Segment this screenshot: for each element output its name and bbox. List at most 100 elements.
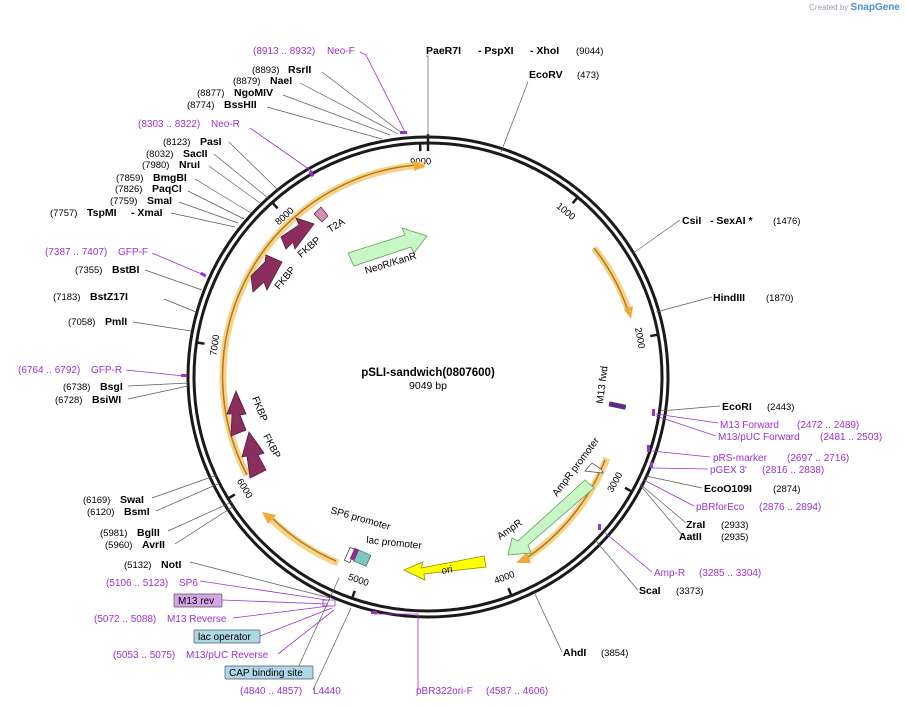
site-label-ecorv[interactable]: EcoRV <box>529 69 563 81</box>
ring-tick-label-6000: 6000 <box>234 477 254 501</box>
site-label-paqci[interactable]: PaqCI <box>152 183 182 195</box>
site-num-ecori: (2443) <box>767 402 794 413</box>
site-label-csii[interactable]: CsiI <box>682 215 701 227</box>
site-label-scai[interactable]: ScaI <box>639 585 661 597</box>
site-num-bsgi: (6738) <box>63 382 90 393</box>
site-label-bsgi[interactable]: BsgI <box>100 381 123 393</box>
leader-ecori <box>659 405 721 412</box>
labels-right: CsiI - SexAI * (1476) HindIII (1870) Eco… <box>679 215 882 543</box>
primer-label-prs-marker[interactable]: pRS-marker <box>713 453 768 464</box>
site-label-ngomiv[interactable]: NgoMIV <box>234 87 273 99</box>
ampr-arrow[interactable] <box>507 479 595 556</box>
ampr-promoter-arrow[interactable] <box>584 462 604 474</box>
primer-label-sp6[interactable]: SP6 <box>179 578 198 589</box>
primer-range-l4440: (4840 .. 4857) <box>240 686 302 697</box>
site-label-smai[interactable]: SmaI <box>147 195 172 207</box>
fkbp-arrow-1[interactable] <box>250 254 283 293</box>
site-label-pmli[interactable]: PmlI <box>105 316 127 328</box>
site-label-zrai[interactable]: ZraI <box>686 519 705 531</box>
site-num-nrui: (7980) <box>142 160 169 171</box>
primer-label-neo-f[interactable]: Neo-F <box>327 46 355 57</box>
primer-label-m13-forward[interactable]: M13 Forward <box>720 420 779 431</box>
site-num-avrii: (5960) <box>105 540 132 551</box>
primer-label-gfp-f[interactable]: GFP-F <box>118 247 148 258</box>
neo-arrow[interactable] <box>347 227 428 267</box>
site-label-bstz17i[interactable]: BstZ17I <box>90 291 128 303</box>
primer-mark-gfp-r[interactable] <box>181 374 187 377</box>
m13-rev-box[interactable] <box>173 593 223 608</box>
primer-mark-m13[interactable] <box>652 409 655 416</box>
site-label-xhoi[interactable]: - XhoI <box>530 45 559 57</box>
primer-mark-neo-r[interactable] <box>308 170 315 178</box>
cap-binding-box[interactable] <box>224 665 314 680</box>
primer-mark-pgex[interactable] <box>650 462 653 468</box>
site-label-ecori[interactable]: EcoRI <box>722 401 752 413</box>
site-num-paqci: (7826) <box>115 184 142 195</box>
site-label-pspxi[interactable]: - PspXI <box>478 45 514 57</box>
leader-ngomiv <box>282 94 391 136</box>
fkbp-arrow-2[interactable] <box>280 217 315 250</box>
orf-arrow-bottom-left[interactable] <box>265 513 340 567</box>
site-label-ahdi[interactable]: AhdI <box>563 647 586 659</box>
site-label-bmgbi[interactable]: BmgBI <box>153 172 187 184</box>
primer-label-gfp-r[interactable]: GFP-R <box>91 365 122 376</box>
primer-range-prs-marker: (2697 .. 2716) <box>787 453 849 464</box>
primer-label-amp-r[interactable]: Amp-R <box>654 568 685 579</box>
leader-m13-puc-forward <box>655 415 717 437</box>
ring-tick-5000 <box>350 590 356 599</box>
primer-label-pbr322ori-f[interactable]: pBR322ori-F <box>416 686 473 697</box>
site-num-ngomiv: (8877) <box>197 88 224 99</box>
site-label-bglii[interactable]: BglII <box>137 527 160 539</box>
leader-pbr322 <box>374 613 419 690</box>
primer-label-neo-r[interactable]: Neo-R <box>211 119 240 130</box>
primer-mark-prs[interactable] <box>647 445 650 452</box>
leader-cap <box>295 577 340 673</box>
primer-mark-cluster[interactable] <box>322 599 336 607</box>
site-label-bsiwi[interactable]: BsiWI <box>92 394 121 406</box>
site-label-tspmi[interactable]: TspMI <box>87 207 117 219</box>
site-label-naei[interactable]: NaeI <box>270 75 292 87</box>
site-label-aatii[interactable]: AatII <box>679 531 702 543</box>
watermark-prefix: Created by <box>809 3 849 12</box>
primer-label-m13-puc-forward[interactable]: M13/pUC Forward <box>718 432 800 443</box>
site-label-paer7i[interactable]: PaeR7I <box>426 45 461 57</box>
leader-ahdi <box>533 591 563 653</box>
orf-arrow-right[interactable] <box>591 245 633 314</box>
site-label-ecoo109i[interactable]: EcoO109I <box>704 483 752 495</box>
site-label-avrii[interactable]: AvrII <box>142 539 165 551</box>
primer-mark-pbr322[interactable] <box>371 611 377 614</box>
site-label-hindiii[interactable]: HindIII <box>713 292 745 304</box>
primer-label-pgex[interactable]: pGEX 3' <box>710 465 747 476</box>
fkbp-arrow-4[interactable] <box>241 431 267 479</box>
site-label-rsrii[interactable]: RsrII <box>288 64 311 76</box>
t2a-arrow[interactable] <box>313 206 329 223</box>
site-label-bsshii[interactable]: BssHII <box>224 99 257 111</box>
lac-operator-box[interactable] <box>193 629 261 644</box>
leader-prs-marker <box>651 450 711 458</box>
primer-label-pbrforeco[interactable]: pBRforEco <box>696 502 745 513</box>
site-label-xmai[interactable]: - XmaI <box>131 207 163 219</box>
site-label-bstbi[interactable]: BstBI <box>112 264 140 276</box>
primer-mark-neo-f[interactable] <box>400 131 407 134</box>
site-label-pasi[interactable]: PasI <box>200 136 222 148</box>
labels-left: (7387 .. 7407) GFP-F (7355) BstBI (7183)… <box>18 247 165 551</box>
ring-tick-4000 <box>507 587 513 597</box>
primer-label-m13-puc-reverse[interactable]: M13/pUC Reverse <box>186 650 269 661</box>
m13-fwd-marker[interactable] <box>608 401 627 410</box>
m13-rev-label: M13 rev <box>178 596 214 607</box>
primer-label-m13-reverse[interactable]: M13 Reverse <box>167 614 227 625</box>
primer-mark-ampr[interactable] <box>598 524 601 530</box>
primer-label-l4440[interactable]: L4440 <box>313 686 341 697</box>
leader-ecorv <box>500 81 529 153</box>
site-label-nrui[interactable]: NruI <box>179 159 200 171</box>
feature-label-m13fwd: M13 fwd <box>595 366 611 405</box>
m13-rev-marker[interactable] <box>349 547 360 561</box>
ori-arrow[interactable] <box>403 555 487 581</box>
site-label-swai[interactable]: SwaI <box>120 494 144 506</box>
site-label-bsmi[interactable]: BsmI <box>124 506 150 518</box>
site-label-sexai[interactable]: - SexAI * <box>710 215 754 227</box>
fkbp-arrow-3[interactable] <box>226 389 247 437</box>
site-label-sacii[interactable]: SacII <box>183 148 208 160</box>
primer-range-pbrforeco: (2876 .. 2894) <box>759 502 821 513</box>
site-label-noti[interactable]: NotI <box>161 559 181 571</box>
